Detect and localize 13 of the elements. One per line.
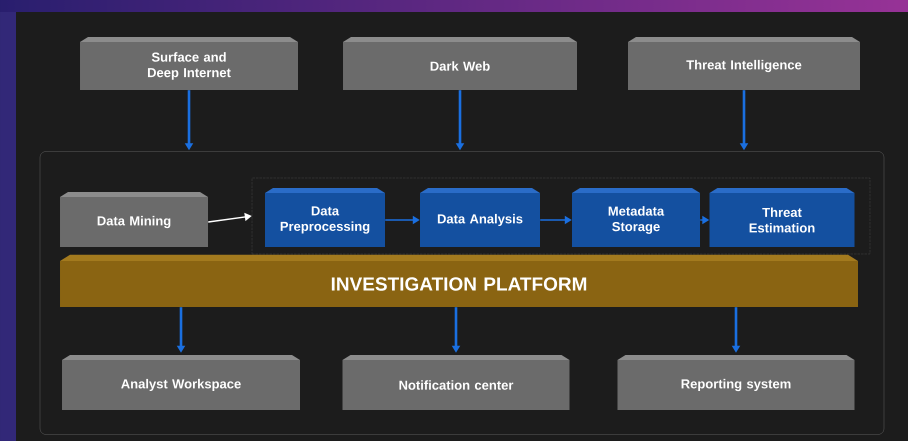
block: Dark Web — [343, 37, 577, 90]
process-block: Data Preprocessing — [265, 188, 385, 247]
platform-bar: INVESTIGATION PLATFORM — [60, 254, 858, 307]
block: Analyst Workspace — [62, 355, 300, 410]
process-block: Threat Estimation — [710, 188, 854, 247]
block: Reporting system — [618, 355, 854, 410]
block: Surface and Deep Internet — [80, 37, 298, 90]
block: Threat Intelligence — [628, 37, 860, 90]
process-block: Metadata Storage — [572, 188, 700, 247]
block: Notification center — [342, 355, 570, 410]
process-block: Data Analysis — [420, 188, 540, 247]
block: Data Mining — [60, 192, 208, 247]
dashed-group — [252, 178, 870, 254]
